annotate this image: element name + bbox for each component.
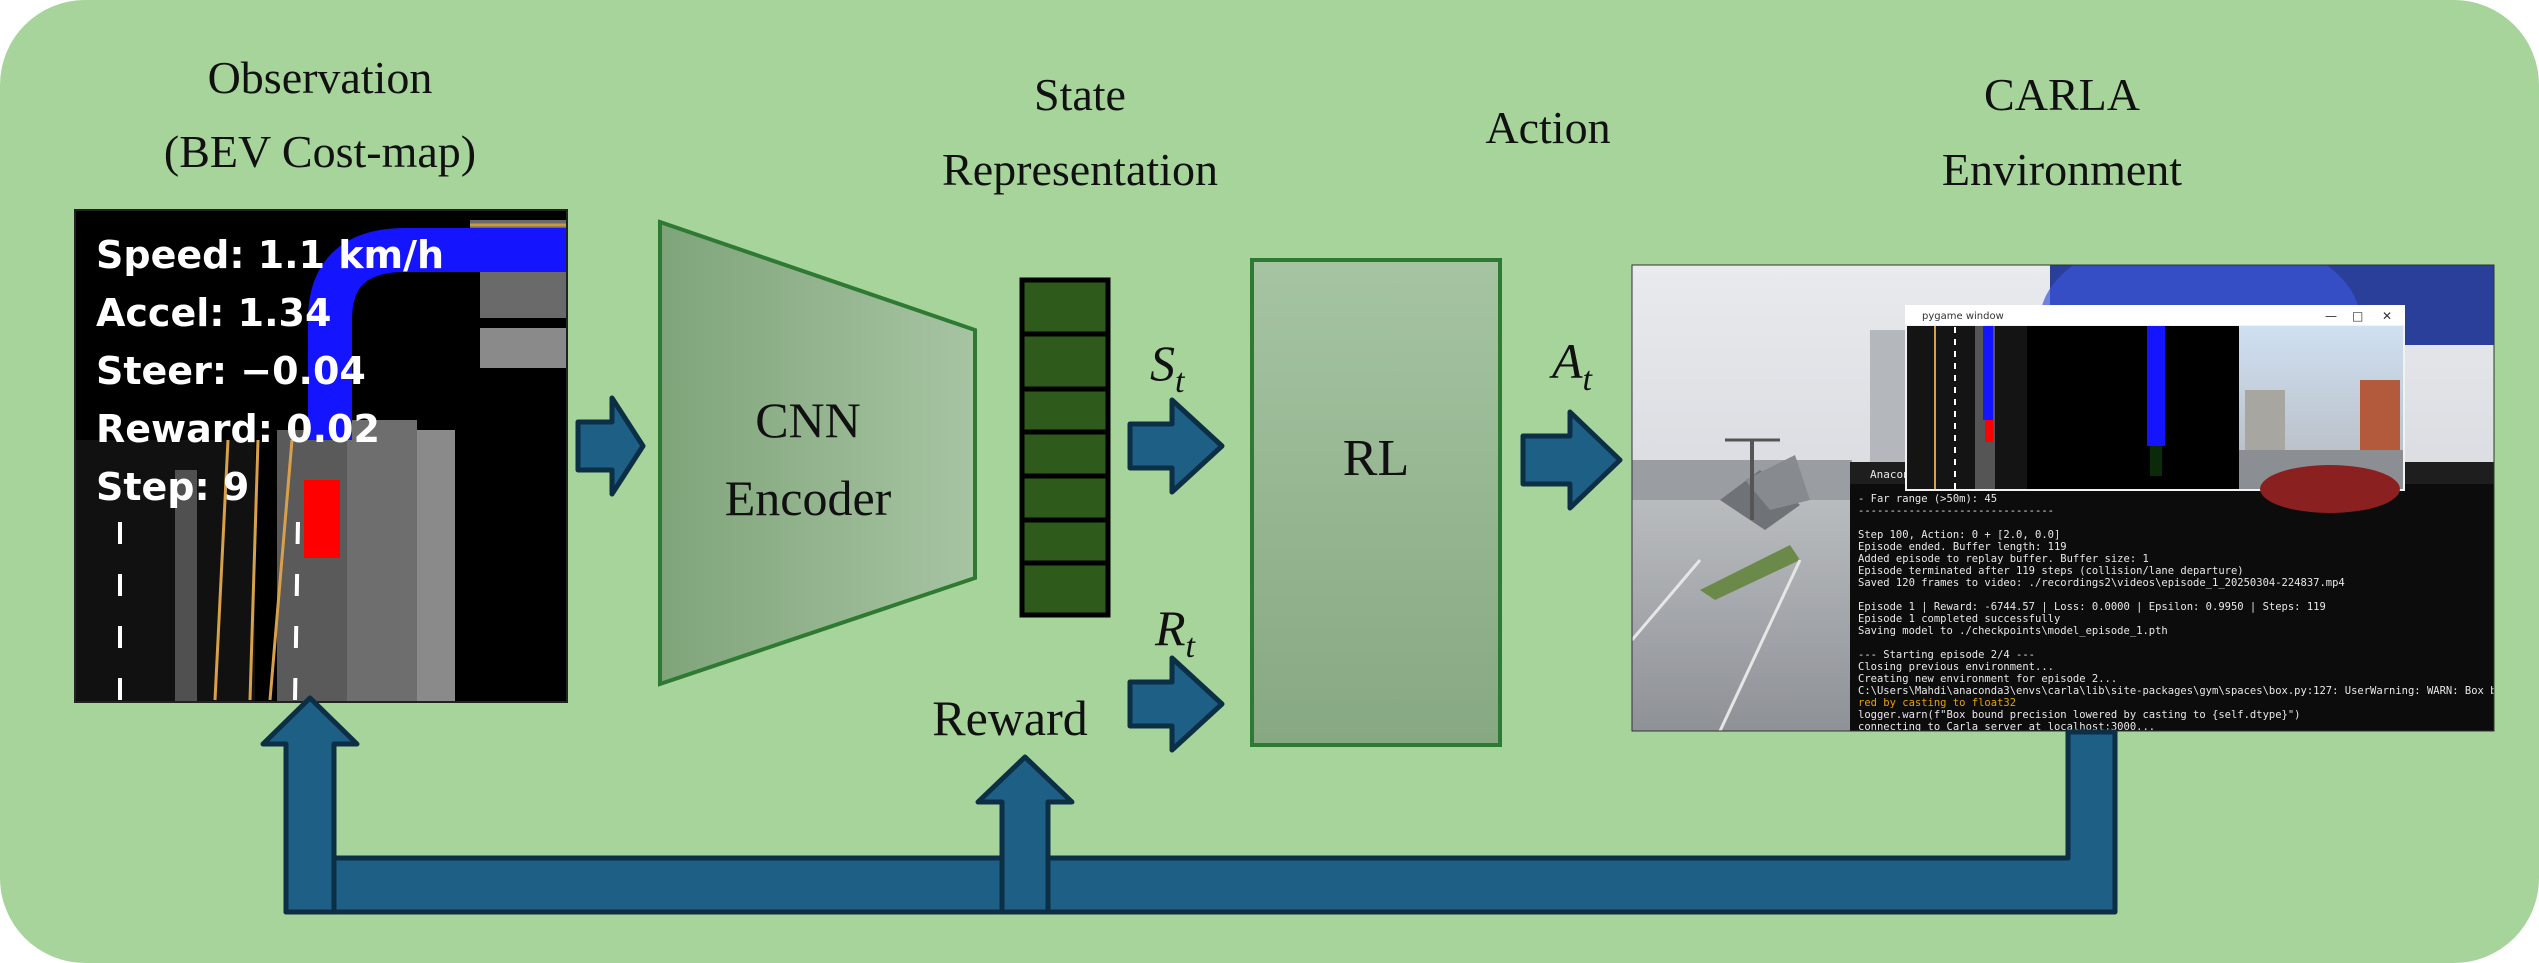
cnn-encoder-label-line2: Encoder — [725, 470, 892, 526]
state-title-line2: Representation — [942, 144, 1218, 195]
svg-text:Closing previous environment..: Closing previous environment... — [1858, 661, 2054, 673]
rl-label: RL — [1343, 430, 1409, 487]
carla-environment-screenshot: Anaconda - Far range (>50m): 45 --------… — [1632, 265, 2503, 733]
rl-block — [1250, 258, 1502, 747]
bev-step-text: Step: 9 — [96, 465, 249, 509]
svg-text:logger.warn(f"Box bound precis: logger.warn(f"Box bound precision lowere… — [1858, 709, 2301, 721]
observation-title-line2: (BEV Cost-map) — [164, 126, 476, 177]
svg-text:Episode 1 completed successful: Episode 1 completed successfully — [1858, 613, 2060, 625]
svg-text:Creating new environment for e: Creating new environment for episode 2..… — [1858, 673, 2117, 685]
svg-text:--- Starting episode 2/4 ---: --- Starting episode 2/4 --- — [1858, 649, 2035, 661]
arrow-observation-to-encoder — [575, 395, 646, 497]
svg-text:connecting to Carla server at: connecting to Carla server at localhost:… — [1858, 721, 2155, 733]
svg-text:Added episode to replay buffer: Added episode to replay buffer. Buffer s… — [1858, 553, 2149, 565]
bev-steer-text: Steer: −0.04 — [96, 349, 366, 393]
svg-text:------------------------------: ------------------------------- — [1858, 505, 2054, 517]
svg-text:Episode 1 | Reward: -6744.57 |: Episode 1 | Reward: -6744.57 | Loss: 0.0… — [1858, 601, 2326, 613]
action-title: Action — [1485, 102, 1610, 153]
svg-text:Episode terminated after 119 s: Episode terminated after 119 steps (coll… — [1858, 565, 2244, 577]
carla-title-line1: CARLA — [1984, 69, 2140, 120]
reward-symbol: Rt — [1154, 600, 1197, 665]
terminal-window — [1850, 462, 2494, 731]
action-symbol: At — [1549, 333, 1594, 398]
arrow-state-to-rl — [1127, 397, 1225, 495]
arrow-feedback-to-reward — [975, 754, 1075, 915]
svg-text:Step 100, Action: 0 + [2.0, 0.: Step 100, Action: 0 + [2.0, 0.0] — [1858, 529, 2060, 541]
reward-label: Reward — [932, 690, 1088, 746]
svg-text:red by casting to float32: red by casting to float32 — [1858, 697, 2016, 709]
bev-costmap-image: Speed: 1.1 km/h Accel: 1.34 Steer: −0.04… — [75, 210, 567, 702]
arrow-feedback-to-observation — [260, 695, 360, 915]
bev-reward-text: Reward: 0.02 — [96, 407, 380, 451]
ego-vehicle-marker — [304, 480, 340, 558]
svg-text:Saving model to ./checkpoints\: Saving model to ./checkpoints\model_epis… — [1858, 625, 2168, 637]
arrow-reward-to-rl — [1127, 655, 1225, 753]
pygame-window-title: pygame window — [1922, 311, 2004, 322]
state-title-line1: State — [1034, 69, 1126, 120]
window-maximize-icon[interactable]: □ — [2352, 309, 2363, 323]
bev-accel-text: Accel: 1.34 — [96, 291, 331, 335]
svg-text:C:\Users\Mahdi\anaconda3\envs\: C:\Users\Mahdi\anaconda3\envs\carla\lib\… — [1858, 685, 2503, 697]
arrow-rl-to-environment — [1520, 409, 1623, 511]
terminal-output: - Far range (>50m): 45 -----------------… — [1858, 493, 2503, 733]
svg-text:Episode ended. Buffer length:: Episode ended. Buffer length: 119 — [1858, 541, 2067, 553]
bev-speed-text: Speed: 1.1 km/h — [96, 233, 444, 277]
svg-text:Saved 120 frames to video: ./r: Saved 120 frames to video: ./recordings2… — [1858, 577, 2345, 589]
state-symbol: St — [1150, 335, 1186, 400]
cnn-encoder-label-line1: CNN — [755, 392, 861, 448]
state-vector — [1019, 277, 1111, 618]
window-close-icon[interactable]: ✕ — [2382, 309, 2392, 323]
observation-title-line1: Observation — [208, 52, 433, 103]
pygame-window: pygame window — □ ✕ — [1905, 305, 2405, 513]
carla-title-line2: Environment — [1942, 144, 2182, 195]
window-minimize-icon[interactable]: — — [2325, 309, 2337, 323]
cnn-encoder-block — [658, 219, 977, 687]
svg-text:- Far range (>50m): 45: - Far range (>50m): 45 — [1858, 493, 1997, 505]
